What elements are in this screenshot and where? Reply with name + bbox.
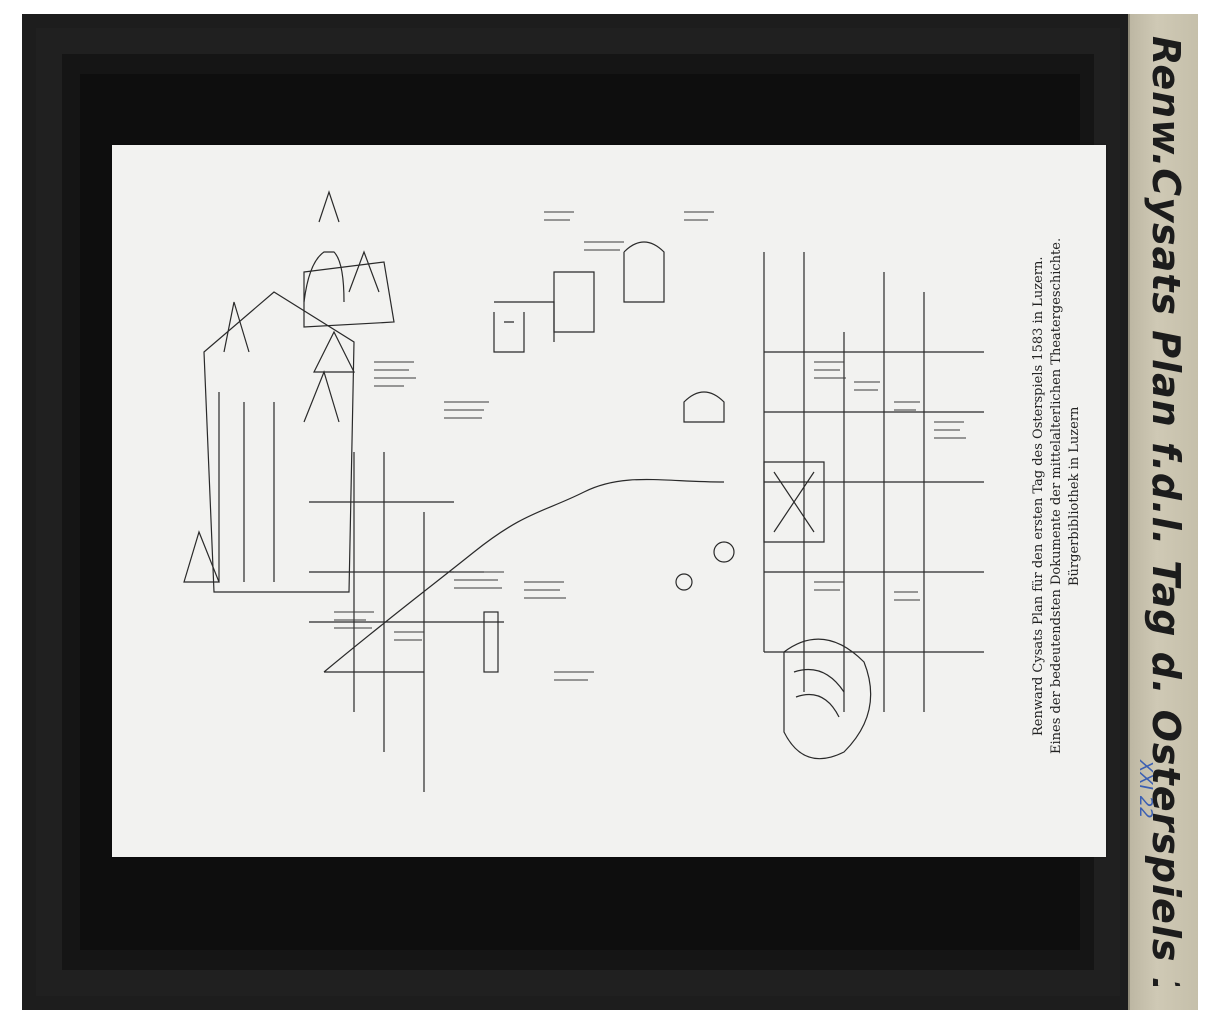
caption-line-3: Bürgerbibliothek in Luzern [1067,406,1082,586]
slide-paper-label [1128,14,1198,1010]
manuscript-plate [112,145,1106,857]
slide-label-mark: XXI 22 [1135,760,1156,819]
plate-caption: Renward Cysats Plan für den ersten Tag d… [1030,176,1100,816]
slide-label-handwriting: Renw.Cysats Plan f.d.l. Tag d. Osterspie… [1144,36,1188,986]
caption-line-2: Eines der bedeutendsten Dokumente der mi… [1049,237,1064,755]
stage-plan-drawing [183,190,984,792]
caption-line-1: Renward Cysats Plan für den ersten Tag d… [1031,256,1046,736]
